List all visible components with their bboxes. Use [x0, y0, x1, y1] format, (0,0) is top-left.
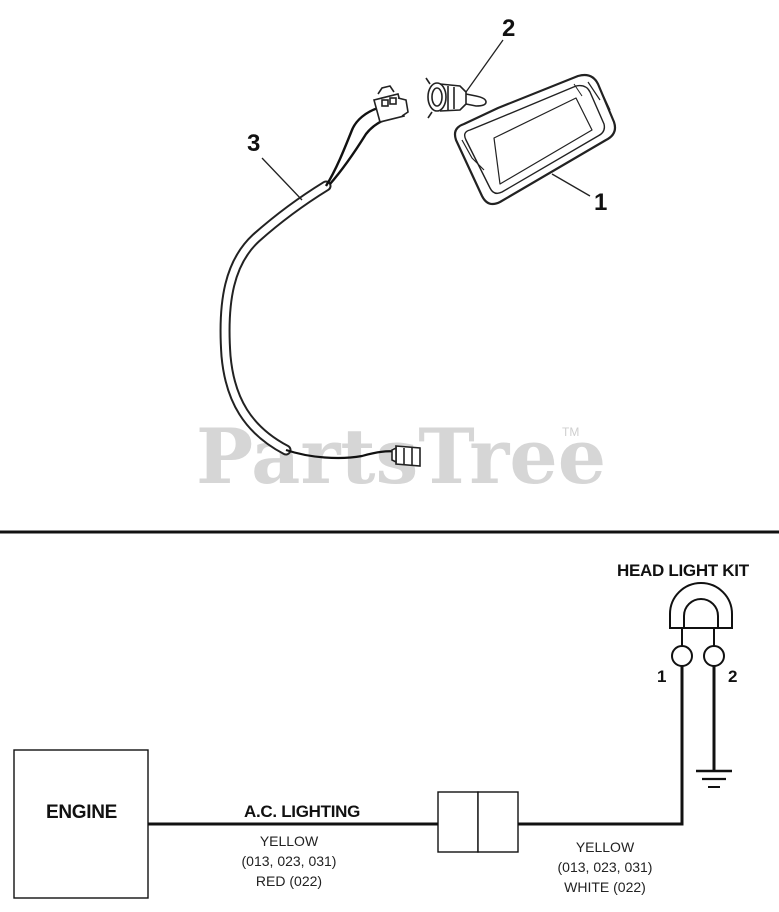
ac-lighting-label: A.C. LIGHTING	[244, 802, 360, 821]
right-wire-alt: WHITE (022)	[564, 879, 646, 895]
engine-box	[13, 749, 149, 899]
left-wire-color: YELLOW	[260, 833, 319, 849]
left-wire-alt: RED (022)	[256, 873, 322, 889]
head-light-kit-title: HEAD LIGHT KIT	[617, 561, 750, 580]
right-wire-codes: (013, 023, 031)	[558, 859, 653, 875]
callout-leaders	[261, 39, 591, 201]
connector-block	[437, 791, 519, 853]
headlight-lens[interactable]	[453, 73, 617, 206]
positive-wire	[518, 666, 684, 826]
ground-symbol	[696, 666, 732, 788]
pin-1-label: 1	[657, 667, 666, 686]
right-wire-colors: YELLOW (013, 023, 031) WHITE (022)	[558, 839, 653, 895]
left-wire-codes: (013, 023, 031)	[242, 853, 337, 869]
callout-1: 1	[594, 189, 607, 216]
watermark-tm: TM	[562, 425, 579, 439]
wiring-harness[interactable]	[219, 85, 421, 467]
harness-top-connector	[373, 85, 409, 123]
callout-2: 2	[502, 15, 515, 42]
callout-3: 3	[247, 130, 260, 157]
bulb-symbol	[669, 582, 733, 667]
engine-label: ENGINE	[46, 802, 117, 823]
bulb-socket[interactable]	[425, 77, 487, 119]
harness-bottom-connector	[391, 445, 421, 467]
left-wire-colors: YELLOW (013, 023, 031) RED (022)	[242, 833, 337, 889]
pin-2-label: 2	[728, 667, 737, 686]
right-wire-color: YELLOW	[576, 839, 635, 855]
